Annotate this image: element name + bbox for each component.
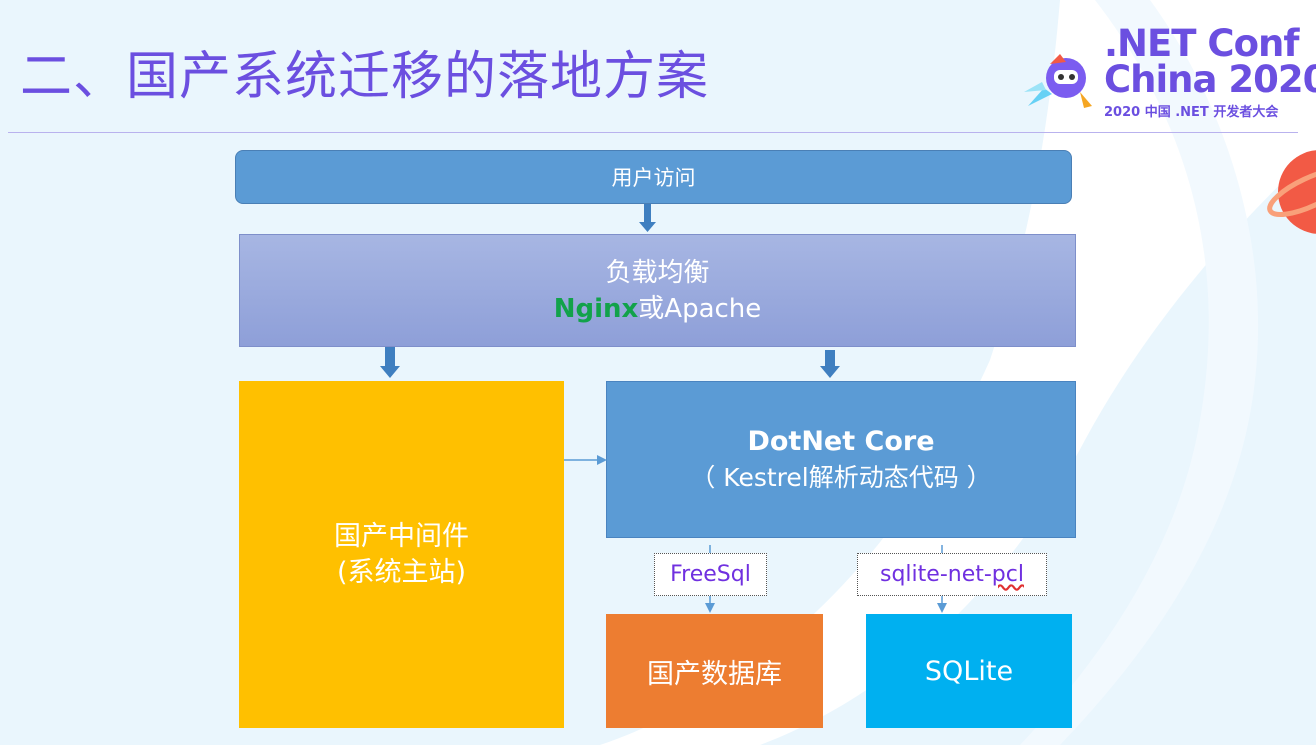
middleware-label: 国产中间件 <box>334 520 469 552</box>
user-access-label: 用户访问 <box>611 166 696 190</box>
nginx-label: Nginx <box>553 293 639 324</box>
sqlite-net-prefix: sqlite-net- <box>880 562 992 587</box>
domestic-database-label: 国产数据库 <box>647 658 782 690</box>
dotnet-core-subtitle: （ Kestrel解析动态代码 ） <box>690 462 992 492</box>
middleware-box: 国产中间件 (系统主站) <box>239 381 564 728</box>
sqlite-box: SQLite <box>866 614 1072 728</box>
sqlite-net-suffix: pcl <box>991 562 1024 587</box>
load-balancer-label: 负载均衡 <box>605 257 710 288</box>
dotnet-core-title: DotNet Core <box>747 425 935 457</box>
freesql-label: FreeSql <box>654 553 767 596</box>
sqlite-label: SQLite <box>924 655 1014 687</box>
freesql-text: FreeSql <box>670 562 751 587</box>
load-balancer-options: Nginx或Apache <box>554 291 762 327</box>
title-divider <box>8 132 1298 133</box>
user-access-box: 用户访问 <box>235 150 1072 204</box>
mascot-icon <box>1024 54 1092 108</box>
slide-title: 二、国产系统迁移的落地方案 <box>20 47 710 107</box>
sqlite-net-pcl-label: sqlite-net-pcl <box>857 553 1047 596</box>
logo-line-2: China 2020 <box>1104 58 1316 101</box>
apache-label: 或Apache <box>638 293 762 324</box>
netconf-logo: .NET Conf China 2020 2020 中国 .NET 开发者大会 <box>1022 22 1316 123</box>
logo-line-1: .NET Conf <box>1104 22 1299 65</box>
logo-line-3: 2020 中国 .NET 开发者大会 <box>1104 105 1279 120</box>
load-balancer-box: 负载均衡 Nginx或Apache <box>239 234 1076 347</box>
dotnet-core-box: DotNet Core （ Kestrel解析动态代码 ） <box>606 381 1076 538</box>
domestic-database-box: 国产数据库 <box>606 614 823 728</box>
middleware-sublabel: (系统主站) <box>336 556 467 588</box>
